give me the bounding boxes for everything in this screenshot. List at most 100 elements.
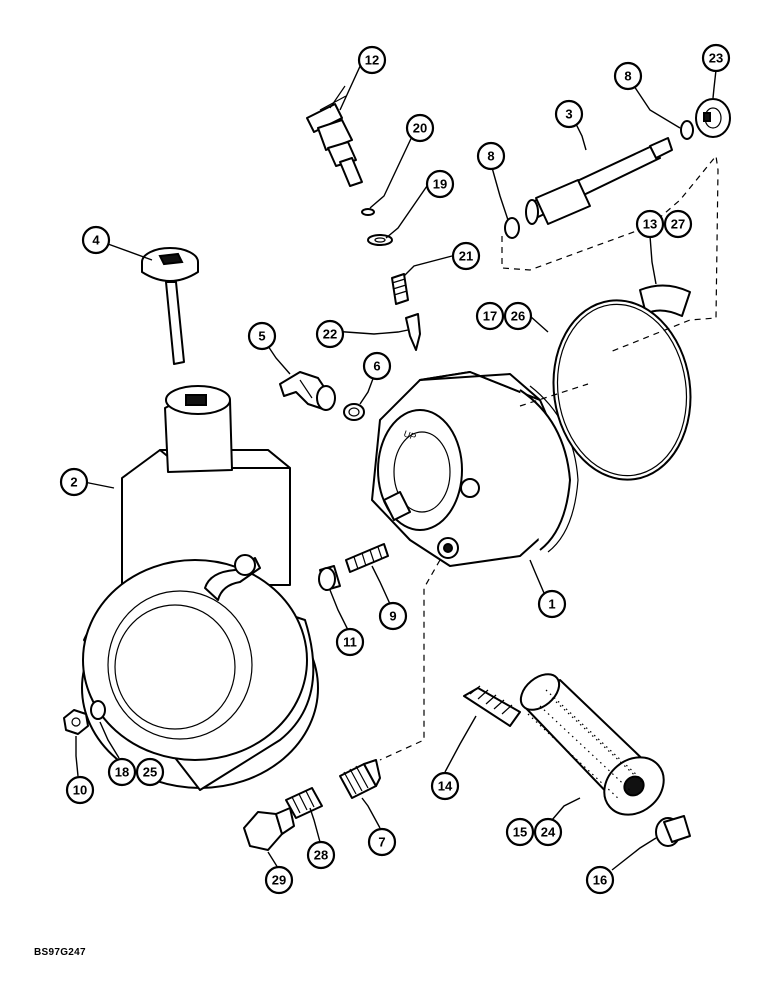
- callout-number: 21: [459, 249, 473, 264]
- callout-12: 12: [357, 45, 387, 75]
- callout-number: 14: [438, 779, 453, 794]
- callout-24: 24: [533, 817, 563, 847]
- assembly-lines: [379, 154, 719, 761]
- callout-circle: [135, 757, 165, 787]
- callout-27: 27: [663, 209, 693, 239]
- callout-circle: [663, 209, 693, 239]
- callout-number: 7: [378, 835, 385, 850]
- callout-20: 20: [405, 113, 435, 143]
- callout-circle: [701, 43, 731, 73]
- callout-circle: [335, 627, 365, 657]
- callout-number: 28: [314, 848, 328, 863]
- callout-number: 5: [258, 329, 265, 344]
- callout-23: 23: [701, 43, 731, 73]
- callout-22: 22: [315, 319, 345, 349]
- callout-26: 26: [503, 301, 533, 331]
- callout-circle: [503, 301, 533, 331]
- relief-valve-spring: [285, 787, 323, 819]
- callout-15: 15: [505, 817, 535, 847]
- callout-number: 3: [565, 107, 572, 122]
- filter-bolt: [655, 815, 691, 847]
- callout-number: 24: [541, 825, 556, 840]
- callout-18: 18: [107, 757, 137, 787]
- callout-7: 7: [367, 827, 397, 857]
- callout-circle: [585, 865, 615, 895]
- callout-circle: [107, 757, 137, 787]
- callout-circle: [378, 601, 408, 631]
- drive-shaft: [525, 137, 673, 225]
- callout-6: 6: [362, 351, 392, 381]
- callout-4: 4: [81, 225, 111, 255]
- callout-number: 4: [92, 233, 100, 248]
- callout-circle: [451, 241, 481, 271]
- callout-circle: [264, 865, 294, 895]
- callout-number: 8: [487, 149, 494, 164]
- callout-circle: [59, 467, 89, 497]
- callout-8-lower: 8: [476, 141, 506, 171]
- callout-circle: [533, 817, 563, 847]
- callout-number: 8: [624, 69, 631, 84]
- callout-14: 14: [430, 771, 460, 801]
- callout-8-upper: 8: [613, 61, 643, 91]
- callout-5: 5: [247, 321, 277, 351]
- callout-circle: [306, 840, 336, 870]
- callout-number: 12: [365, 53, 379, 68]
- callout-circle: [635, 209, 665, 239]
- air-bleed-valve: [306, 85, 363, 187]
- callout-circle: [247, 321, 277, 351]
- callout-circle: [613, 61, 643, 91]
- callout-number: 11: [343, 635, 357, 650]
- spring-small: [391, 273, 409, 305]
- drive-key: [639, 284, 691, 317]
- callout-number: 25: [143, 765, 157, 780]
- housing-mark: UP: [402, 428, 417, 442]
- callout-2: 2: [59, 467, 89, 497]
- callout-circle: [65, 775, 95, 805]
- callout-circle: [315, 319, 345, 349]
- callout-28: 28: [306, 840, 336, 870]
- dipstick: [141, 247, 199, 365]
- callout-number: 15: [513, 825, 527, 840]
- callout-circle: [505, 817, 535, 847]
- spacer: [318, 565, 341, 591]
- pump-housing: UP: [371, 371, 579, 567]
- callout-number: 17: [483, 309, 497, 324]
- plug: [243, 807, 295, 851]
- relief-valve: [339, 759, 381, 799]
- callout-13: 13: [635, 209, 665, 239]
- callout-number: 23: [709, 51, 723, 66]
- snap-ring-lower: [504, 217, 520, 239]
- callout-circle: [430, 771, 460, 801]
- nut: [63, 709, 89, 735]
- relief-spring: [463, 685, 521, 727]
- callout-circle: [357, 45, 387, 75]
- callout-circle: [475, 301, 505, 331]
- callout-number: 27: [671, 217, 685, 232]
- callout-circle: [367, 827, 397, 857]
- callout-number: 2: [70, 475, 77, 490]
- callout-number: 9: [389, 609, 396, 624]
- figure-code: BS97G247: [34, 947, 86, 958]
- filter-element: [519, 673, 665, 816]
- callout-16: 16: [585, 865, 615, 895]
- callout-number: 18: [115, 765, 129, 780]
- callout-number: 13: [643, 217, 657, 232]
- o-ring-small: [361, 208, 375, 216]
- callout-number: 20: [413, 121, 427, 136]
- reservoir: [81, 385, 319, 791]
- callout-number: 19: [433, 177, 447, 192]
- callout-number: 26: [511, 309, 525, 324]
- callout-number: 6: [373, 359, 380, 374]
- sealing-ring: [343, 403, 365, 421]
- callout-circle: [476, 141, 506, 171]
- callouts: 1 2 3 4 5 6 7 8 8 9 10 11 12 13 27 14 15…: [59, 43, 731, 895]
- callout-3: 3: [554, 99, 584, 129]
- o-ring-large: [552, 299, 692, 481]
- callout-1: 1: [537, 589, 567, 619]
- callout-circle: [362, 351, 392, 381]
- callout-number: 29: [272, 873, 286, 888]
- elbow-fitting: [279, 371, 336, 411]
- snap-ring-upper: [680, 120, 694, 140]
- callout-10: 10: [65, 775, 95, 805]
